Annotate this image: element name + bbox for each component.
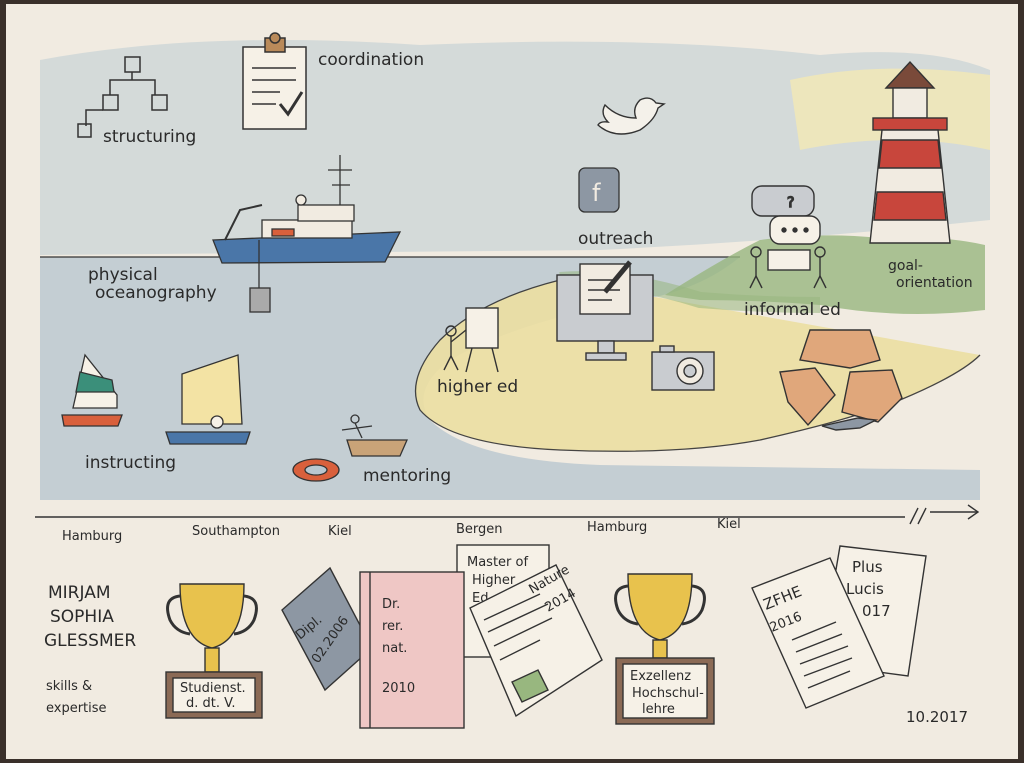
name-last: GLESSMER	[44, 631, 136, 651]
nature-paper	[469, 564, 603, 718]
label-coordination: coordination	[318, 50, 424, 70]
label-informal-ed: informal ed	[744, 300, 841, 320]
label-physical: physical	[88, 265, 158, 285]
timeline-city-southampton: Southampton	[192, 524, 280, 539]
skills-line-1: skills &	[46, 679, 92, 694]
label-goal: goal-	[888, 258, 923, 274]
trophy1-text-1: Studienst.	[180, 681, 246, 696]
doctorate-book	[359, 571, 465, 729]
name-middle: SOPHIA	[50, 607, 114, 627]
plus-text-2: Lucis	[846, 580, 884, 598]
label-orientation: orientation	[896, 275, 973, 291]
doctorate-text-1: Dr.	[382, 597, 400, 612]
label-mentoring: mentoring	[363, 466, 451, 486]
doctorate-text-3: nat.	[382, 641, 407, 656]
timeline-city-kiel-1: Kiel	[328, 524, 352, 539]
research-ship-icon	[212, 155, 402, 313]
small-sailboat-icon	[61, 353, 123, 427]
social-glyph: f	[592, 179, 601, 207]
trophy1-text-2: d. dt. V.	[186, 696, 235, 711]
org-chart-icon	[77, 56, 168, 138]
zfhe-document	[751, 557, 885, 709]
trophy2-text-2: Hochschul-	[632, 686, 704, 701]
doctorate-text-4: 2010	[382, 681, 415, 696]
lighthouse-icon	[869, 60, 951, 244]
svg-text:?: ?	[787, 195, 794, 211]
timeline-city-kiel-2: Kiel	[717, 517, 741, 532]
clipboard-icon	[242, 32, 307, 130]
trophy2-text-1: Exzellenz	[630, 669, 691, 684]
camera-icon	[651, 345, 715, 391]
label-instructing: instructing	[85, 453, 176, 473]
teacher-at-board-icon	[443, 307, 499, 373]
label-higher-ed: higher ed	[437, 377, 518, 397]
sea-wash	[40, 257, 980, 500]
bird-icon	[597, 97, 666, 135]
social-square-icon	[578, 167, 620, 213]
grass-hill	[665, 235, 985, 314]
trophy2-text-3: lehre	[642, 702, 675, 717]
label-oceanography: oceanography	[95, 283, 217, 303]
master-text-2: Higher	[472, 573, 516, 588]
timeline-axis	[35, 504, 980, 525]
timeline-city-bergen: Bergen	[456, 522, 503, 537]
skills-line-2: expertise	[46, 701, 107, 716]
label-outreach: outreach	[578, 229, 653, 249]
timeline-city-hamburg-1: Hamburg	[62, 529, 122, 544]
life-ring-icon	[292, 458, 340, 482]
label-structuring: structuring	[103, 127, 196, 147]
speech-bubbles-icon: ?	[749, 185, 827, 289]
rowboat-icon	[341, 414, 408, 457]
plus-text-3: 017	[862, 602, 891, 620]
trophy-icon-1	[165, 583, 263, 719]
drawing-date: 10.2017	[906, 708, 968, 726]
name-first: MIRJAM	[48, 583, 111, 603]
doctorate-text-2: rer.	[382, 619, 403, 634]
trophy-icon-2	[614, 573, 715, 725]
master-text-1: Master of	[467, 555, 528, 570]
computer-monitor-icon	[556, 260, 654, 361]
plus-text-1: Plus	[852, 558, 883, 576]
puzzle-shapes-icon	[779, 329, 903, 431]
dinghy-icon	[165, 354, 251, 445]
timeline-city-hamburg-2: Hamburg	[587, 520, 647, 535]
